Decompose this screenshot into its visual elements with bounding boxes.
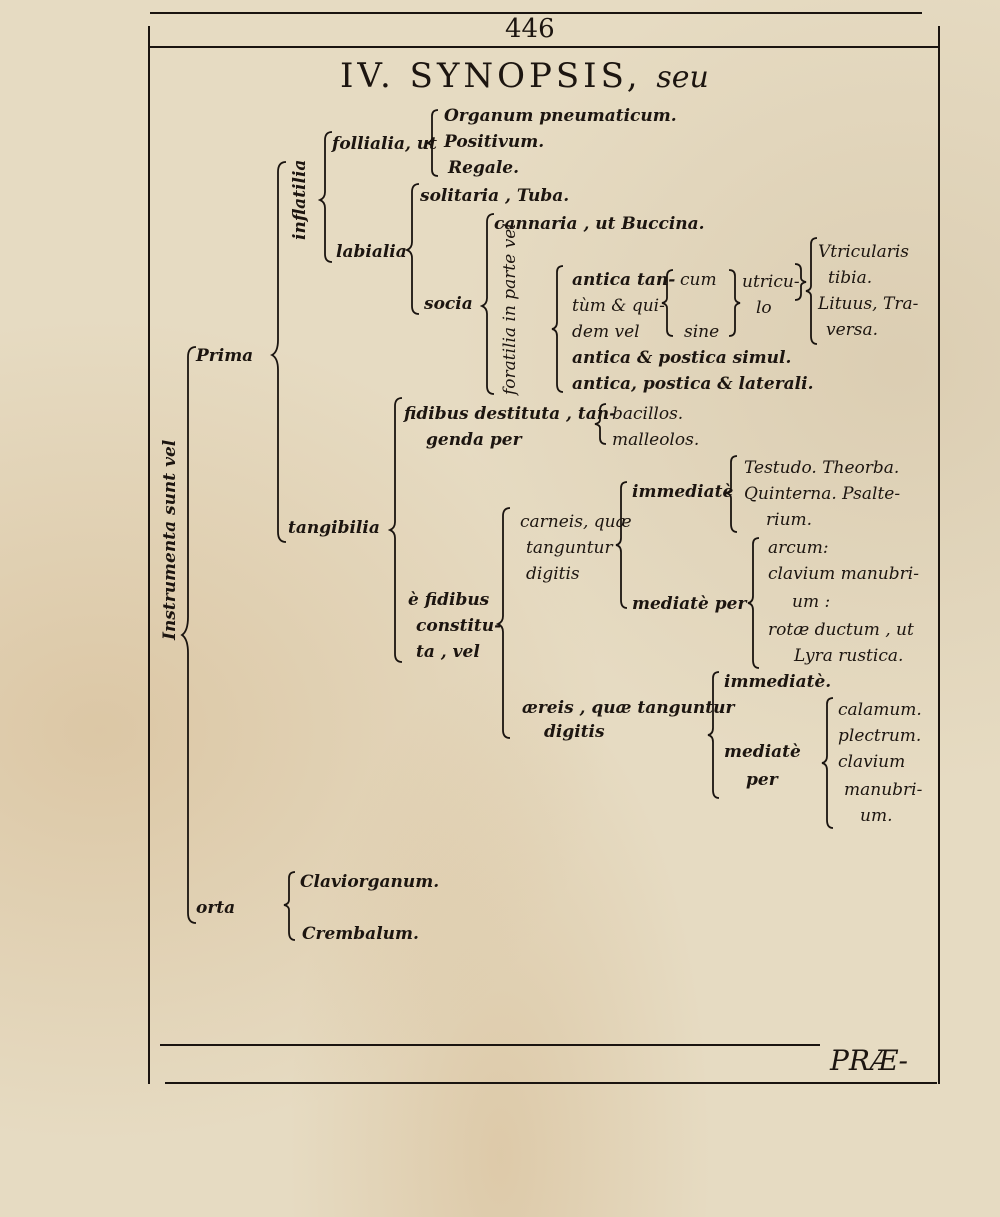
aereis-line-1: æreis , quæ tanguntur xyxy=(522,698,735,718)
follialia-label: follialia, ut xyxy=(332,134,438,154)
vtricularis-line-4: versa. xyxy=(826,320,879,340)
root-brace xyxy=(180,346,197,924)
labialia-brace xyxy=(405,183,420,315)
title-suffix: seu xyxy=(656,60,709,95)
calamum-line-2: plectrum. xyxy=(838,726,922,746)
vtricularis-brace xyxy=(805,237,818,345)
calamum-brace xyxy=(821,697,834,829)
right-frame-rule xyxy=(938,26,940,1084)
carneis-line-2: tanguntur xyxy=(526,538,613,558)
prima-label: Prima xyxy=(196,346,254,366)
socia-label: socia xyxy=(424,294,473,314)
cum-item: cum xyxy=(680,270,717,290)
mediate-2-line-2: per xyxy=(746,770,778,790)
fidibus-constituta-line-3: ta , vel xyxy=(416,642,480,662)
page-number: 446 xyxy=(505,14,555,44)
tangibilia-label: tangibilia xyxy=(288,518,380,538)
foratilia-label: foratilia in parte vel xyxy=(500,223,520,395)
arcum-line-2: clavium manubri- xyxy=(768,564,919,584)
arcum-brace xyxy=(747,537,760,669)
solitaria-item: solitaria , Tuba. xyxy=(420,186,570,206)
orta-item-2: Crembalum. xyxy=(302,924,419,944)
arcum-line-4: rotæ ductum , ut xyxy=(768,620,914,640)
immediate-2: immediatè. xyxy=(724,672,832,692)
organ-item-2: Positivum. xyxy=(444,132,545,152)
constituta-brace xyxy=(496,507,511,739)
top-rule xyxy=(150,12,922,14)
calamum-line-3: clavium xyxy=(838,752,906,772)
mediate-per: mediatè per xyxy=(632,594,747,614)
foratilia-brace xyxy=(551,265,564,393)
antica-lateral-item: antica, postica & laterali. xyxy=(572,374,814,394)
calamum-line-4: manubri- xyxy=(844,780,923,800)
organ-item-1: Organum pneumaticum. xyxy=(444,106,677,126)
testudo-line-2: Quinterna. Psalte- xyxy=(744,484,901,504)
vtricularis-line-2: tibia. xyxy=(828,268,873,288)
mediate-2-line-1: mediatè xyxy=(724,742,801,762)
utriculo-line-1: utricu- xyxy=(742,272,800,292)
prima-brace xyxy=(270,161,287,543)
vtricularis-line-3: Lituus, Tra- xyxy=(818,294,919,314)
page-title: IV. SYNOPSIS, seu xyxy=(340,56,709,96)
aereis-brace xyxy=(707,671,720,799)
orta-brace xyxy=(283,871,296,941)
immediate-1: immediatè xyxy=(632,482,734,502)
left-frame-rule xyxy=(148,26,150,1084)
fidibus-destituta-line-2: genda per xyxy=(426,430,522,450)
testudo-line-1: Testudo. Theorba. xyxy=(744,458,900,478)
arcum-line-1: arcum: xyxy=(768,538,829,558)
follialia-brace xyxy=(426,109,439,177)
sine-item: sine xyxy=(684,322,720,342)
bacillos-item: bacillos. xyxy=(612,404,684,424)
antica-line-1: antica tan- xyxy=(572,270,676,290)
title-main: IV. SYNOPSIS, xyxy=(340,56,642,96)
antica-postica-item: antica & postica simul. xyxy=(572,348,792,368)
testudo-line-3: rium. xyxy=(766,510,813,530)
calamum-line-1: calamum. xyxy=(838,700,922,720)
orta-label: orta xyxy=(196,898,236,918)
header-rule xyxy=(150,46,940,48)
utriculo-closing-brace xyxy=(794,263,807,301)
tangibilia-brace xyxy=(388,397,403,663)
arcum-line-5: Lyra rustica. xyxy=(794,646,904,666)
vtricularis-line-1: Vtricularis xyxy=(818,242,910,262)
cannaria-item: cannaria , ut Buccina. xyxy=(494,214,705,234)
catchword: PRÆ- xyxy=(830,1044,908,1077)
bottom-rule-2 xyxy=(165,1082,937,1084)
malleolos-item: malleolos. xyxy=(612,430,700,450)
fidibus-constituta-line-2: constitu- xyxy=(416,616,502,636)
cum-sine-brace xyxy=(661,269,674,337)
testudo-brace xyxy=(725,455,738,533)
carneis-brace xyxy=(615,481,628,609)
bacillos-brace xyxy=(594,403,607,445)
orta-item-1: Claviorganum. xyxy=(300,872,440,892)
root-label: Instrumenta sunt vel xyxy=(160,439,180,640)
fidibus-constituta-line-1: è fidibus xyxy=(408,590,490,610)
fidibus-destituta-line-1: fidibus destituta , tan- xyxy=(404,404,617,424)
labialia-label: labialia xyxy=(336,242,407,262)
carneis-line-1: carneis, quæ xyxy=(520,512,632,532)
inflatilia-label: inflatilia xyxy=(290,159,310,240)
cum-sine-closing-brace xyxy=(728,269,741,337)
antica-line-2: tùm & qui- xyxy=(572,296,665,316)
organ-item-3: Regale. xyxy=(448,158,520,178)
bottom-rule-1 xyxy=(160,1044,820,1046)
carneis-line-3: digitis xyxy=(526,564,580,584)
socia-brace xyxy=(480,213,495,395)
aereis-line-2: digitis xyxy=(544,722,605,742)
inflatilia-brace xyxy=(318,131,333,263)
arcum-line-3: um : xyxy=(792,592,831,612)
calamum-line-5: um. xyxy=(860,806,893,826)
utriculo-line-2: lo xyxy=(756,298,772,318)
antica-line-3: dem vel xyxy=(572,322,640,342)
